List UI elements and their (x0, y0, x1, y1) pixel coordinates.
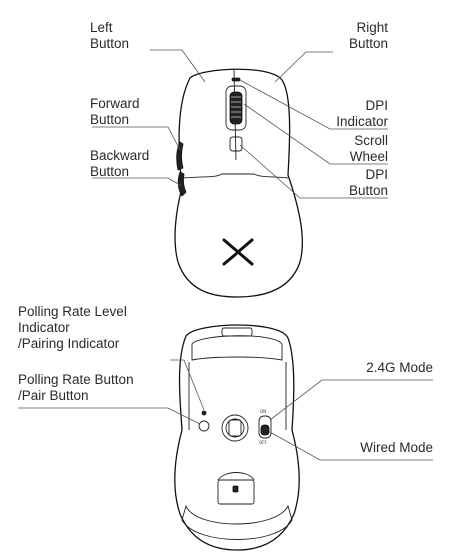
switch-mark-off: OFF (259, 440, 267, 445)
label-wired-mode: Wired Mode (360, 440, 433, 455)
label-polling-button: Polling Rate Button/Pair Button (18, 372, 134, 403)
forward-button-shape (176, 141, 184, 171)
polling-indicator-led (201, 410, 207, 416)
switch-mark-on: ON (260, 409, 266, 414)
mode-switch-shape (258, 415, 272, 439)
dpi-button-shape (229, 136, 243, 152)
backward-button-shape (177, 171, 187, 197)
mouse-top-view (174, 68, 303, 298)
brand-logo-icon (222, 238, 254, 266)
polling-button-shape (198, 420, 210, 432)
mouse-bottom-view: ON OFF (174, 324, 300, 551)
label-24g-mode: 2.4G Mode (366, 360, 433, 375)
dpi-indicator-led (231, 77, 241, 82)
leader-lines-bottom (18, 359, 433, 461)
leader-lines-top (92, 49, 388, 199)
